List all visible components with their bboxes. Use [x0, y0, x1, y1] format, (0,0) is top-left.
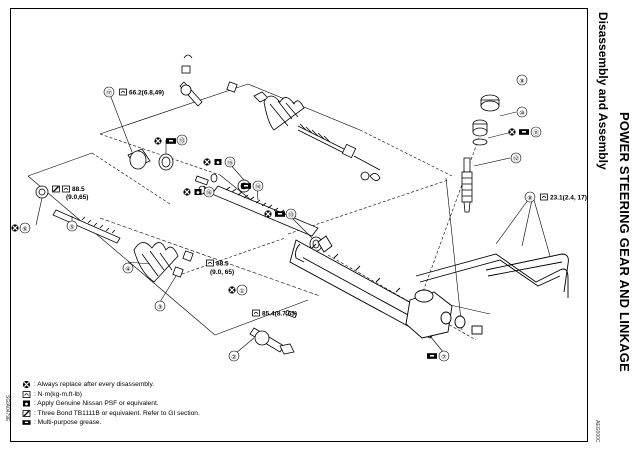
svg-text:⑰: ⑰ [106, 89, 112, 97]
svg-text:⑧: ⑧ [527, 195, 532, 202]
svg-text:⑯: ⑯ [206, 189, 212, 197]
svg-text:⑤: ⑤ [69, 224, 74, 231]
legend-row-grease: : Multi-purpose grease. [22, 418, 200, 428]
legend-text: : Always replace after every disassembly… [34, 381, 155, 388]
svg-text:⑩: ⑩ [519, 110, 524, 117]
steering-gear-body [289, 235, 569, 339]
callout-9: ⑨ [516, 74, 528, 86]
right-figure-code: AEG000C [594, 420, 600, 443]
svg-text:⑭: ⑭ [255, 183, 261, 191]
diagram-frame [10, 8, 588, 442]
replace-icon [227, 285, 237, 295]
sealant-icon [22, 409, 31, 417]
torque-label-5b: (9.0,65) [66, 194, 88, 201]
svg-text:⑬: ⑬ [288, 211, 294, 219]
legend-text: : N·m(kg-m,ft-lb) [34, 390, 82, 398]
legend-text: : Apply Genuine Nissan PSF or equivalent… [34, 400, 159, 407]
replace-icon [507, 127, 517, 137]
grease-icon [166, 138, 176, 144]
sealant-icon [51, 185, 61, 193]
torque-label-3b: (9.0, 65) [210, 269, 234, 276]
svg-text:③: ③ [157, 304, 162, 311]
torque-icon [252, 309, 260, 317]
callout-symbols [10, 88, 548, 359]
svg-text:⑫: ⑫ [513, 155, 519, 163]
page-subtitle: Disassembly and Assembly [596, 12, 610, 170]
svg-text:⑦: ⑦ [441, 354, 446, 361]
callout-5: ⑤ [66, 220, 78, 232]
callout-15: ⑮ [224, 156, 236, 168]
torque-icon [119, 88, 127, 96]
svg-text:④: ④ [125, 266, 130, 273]
replace-icon [263, 209, 273, 219]
svg-text:⑮: ⑮ [227, 159, 233, 167]
legend-row-torque: : N·m(kg-m,ft-lb) [22, 390, 200, 400]
callout-14: ⑭ [252, 180, 264, 192]
torque-icon [62, 185, 70, 193]
torque-label-17: 66.2(6.8,49) [129, 90, 164, 97]
callout-3: ③ [154, 300, 166, 312]
callout-7: ⑦ [438, 350, 450, 362]
callout-2: ② [228, 350, 240, 362]
torque-label-2: 85.4(8.7,63) [262, 311, 297, 318]
left-figure-code: SGIA0479E [4, 395, 10, 422]
callout-8: ⑧ [524, 191, 536, 203]
svg-text:⑨: ⑨ [519, 78, 524, 85]
replace-icon [153, 136, 163, 146]
torque-icon [22, 390, 31, 398]
legend-text: : Multi-purpose grease. [34, 419, 102, 426]
callout-17: ⑰ [103, 86, 115, 98]
torque-labels: 66.2(6.8,49) 88.5 (9.0,65) 88.5 (9.0, 65… [66, 90, 587, 318]
lower-tie-rod-assembly [35, 185, 297, 355]
svg-text:①: ① [239, 288, 244, 295]
svg-text:⑬: ⑬ [179, 137, 185, 145]
grease-icon [241, 183, 251, 189]
torque-icon [540, 193, 548, 201]
callout-12: ⑫ [510, 152, 522, 164]
torque-label-8: 23.1(2.4, 17) [550, 195, 587, 202]
page-title: POWER STEERING GEAR AND LINKAGE [617, 112, 632, 372]
replace-icon [22, 381, 31, 389]
callout-16: ⑯ [203, 186, 215, 198]
legend-row-psf: : Apply Genuine Nissan PSF or equivalent… [22, 399, 200, 409]
torque-label-5a: 88.5 [72, 186, 85, 193]
grease-icon [427, 353, 437, 359]
callout-4: ④ [122, 262, 134, 274]
replace-icon [202, 157, 212, 167]
grease-icon [519, 129, 529, 135]
psf-icon [214, 159, 222, 165]
callout-13a: ⑬ [176, 134, 188, 146]
legend: : Always replace after every disassembly… [22, 380, 200, 428]
grease-icon [275, 211, 285, 217]
callout-11: ⑪ [530, 126, 542, 138]
legend-row-sealant: : Three Bond TB1111B or equivalent. Refe… [22, 409, 200, 419]
callout-1: ① [236, 284, 248, 296]
svg-text:②: ② [231, 354, 236, 361]
pinion-parts [461, 94, 500, 213]
torque-label-3a: 88.5 [216, 261, 229, 268]
psf-icon [194, 189, 202, 195]
callouts: ⑰ ⑬ ⑮ ⑯ ⑭ ⑬ ⑥ ⑤ ④ ③ ① ② ⑦ ⑧ ⑨ ⑩ ⑪ ⑫ [19, 74, 542, 362]
gear-housing-parts [127, 148, 323, 252]
svg-text:⑥: ⑥ [22, 226, 27, 233]
callout-13b: ⑬ [285, 208, 297, 220]
legend-row-replace: : Always replace after every disassembly… [22, 380, 200, 390]
callout-10: ⑩ [516, 106, 528, 118]
svg-text:⑪: ⑪ [533, 129, 539, 137]
replace-icon [182, 187, 192, 197]
replace-icon [10, 223, 20, 233]
legend-text: : Three Bond TB1111B or equivalent. Refe… [34, 409, 200, 417]
torque-icon [206, 259, 214, 267]
callout-6: ⑥ [19, 222, 31, 234]
upper-tie-rod-assembly [179, 54, 381, 181]
psf-icon [23, 400, 30, 407]
grease-icon [22, 420, 31, 426]
